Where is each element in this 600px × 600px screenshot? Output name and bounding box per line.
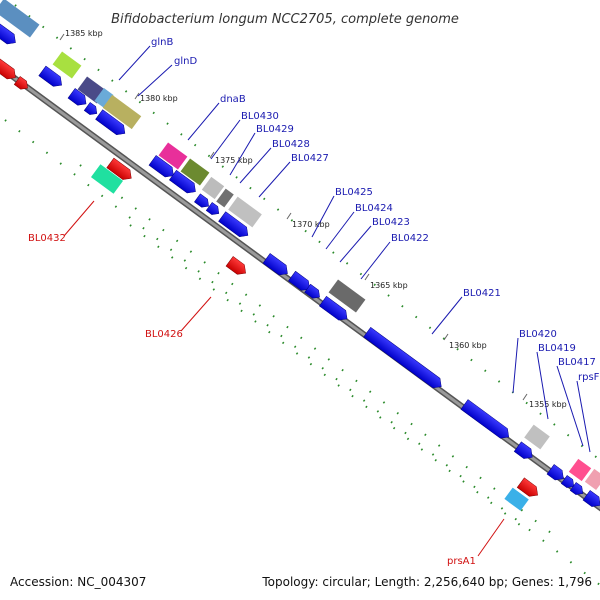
tick-1370: 1370 kbp: [286, 212, 330, 229]
tick-label: 1380 kbp: [140, 94, 178, 103]
tick-1375: 1375 kbp: [209, 151, 253, 165]
reverse-cds-arrows: [0, 58, 538, 497]
gene-label-BL0423[interactable]: BL0423: [372, 217, 410, 228]
tick-label: 1360 kbp: [449, 341, 487, 350]
map-title: Bifidobacterium longum NCC2705, complete…: [111, 12, 459, 27]
accession-text: Accession: NC_004307: [10, 575, 146, 589]
gene-label-glnB[interactable]: glnB: [151, 37, 173, 48]
forward-gene-label-texts: glnB glnD dnaB BL0430 BL0429 BL0428 BL04…: [151, 37, 600, 383]
tick-1355: 1355 kbp: [522, 393, 567, 409]
gene-label-BL0429[interactable]: BL0429: [256, 124, 294, 135]
reverse-gene-label-texts: BL0432 BL0426 prsA1: [28, 233, 476, 567]
gene-label-dnaB[interactable]: dnaB: [220, 94, 246, 105]
gene-label-BL0430[interactable]: BL0430: [241, 111, 279, 122]
tick-label: 1365 kbp: [370, 281, 408, 290]
gene-label-BL0422[interactable]: BL0422: [391, 233, 429, 244]
gene-label-BL0419[interactable]: BL0419: [538, 343, 576, 354]
gene-label-prsA1[interactable]: prsA1: [447, 556, 476, 567]
gene-label-BL0428[interactable]: BL0428: [272, 139, 310, 150]
gene-label-BL0420[interactable]: BL0420: [519, 329, 557, 340]
cds-arrows: [0, 22, 600, 507]
tick-marks: 1385 kbp 1380 kbp 1375 kbp 1370 kbp 1365…: [59, 29, 567, 409]
tick-label: 1385 kbp: [65, 29, 103, 38]
gene-label-BL0424[interactable]: BL0424: [355, 203, 393, 214]
gene-label-BL0426[interactable]: BL0426: [145, 329, 183, 340]
gene-label-BL0417[interactable]: BL0417: [558, 357, 596, 368]
gene-label-BL0425[interactable]: BL0425: [335, 187, 373, 198]
tick-1360: 1360 kbp: [443, 333, 487, 350]
tick-label: 1370 kbp: [292, 220, 330, 229]
gene-label-rpsF[interactable]: rpsF: [578, 372, 600, 383]
genome-summary-text: Topology: circular; Length: 2,256,640 bp…: [261, 575, 592, 589]
dotted-guides: [4, 4, 600, 586]
reverse-gene-labels: [63, 200, 505, 557]
feature-blocks: [0, 0, 600, 511]
gene-label-BL0427[interactable]: BL0427: [291, 153, 329, 164]
tick-1365: 1365 kbp: [364, 273, 408, 290]
tick-1380: 1380 kbp: [134, 92, 178, 103]
gene-label-glnD[interactable]: glnD: [174, 56, 197, 67]
gene-label-BL0421[interactable]: BL0421: [463, 288, 501, 299]
forward-gene-labels: [118, 45, 591, 453]
tick-label: 1375 kbp: [215, 156, 253, 165]
gene-label-BL0432[interactable]: BL0432: [28, 233, 66, 244]
tick-label: 1355 kbp: [529, 400, 567, 409]
tick-1385: 1385 kbp: [59, 29, 103, 41]
